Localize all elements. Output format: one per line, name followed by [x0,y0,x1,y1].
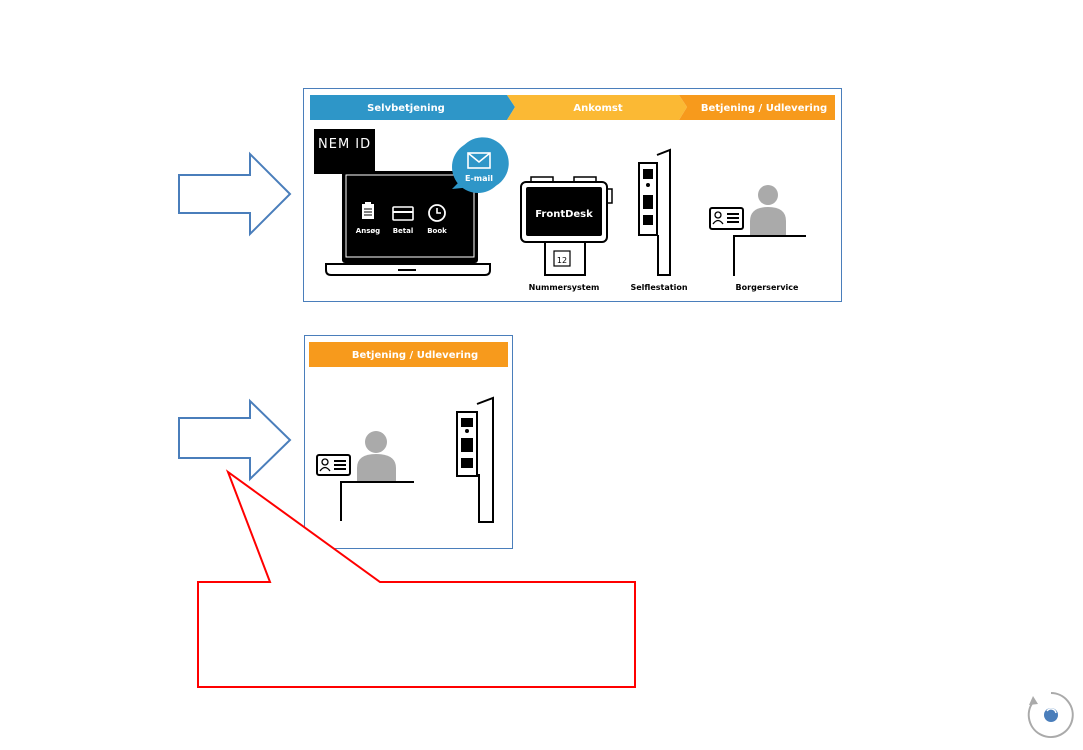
arrow-right-bottom [178,398,292,482]
caption-borgerservice: Borgerservice [736,283,799,292]
service-flow-graphic: Selvbetjening Ankomst Betjening / Udleve… [310,95,835,292]
kiosk-pole-icon [456,396,494,523]
betjening-header-label: Betjening / Udlevering [352,350,478,361]
clipboard-icon [362,202,374,219]
laptop-label-book: Book [427,227,447,235]
email-label: E-mail [465,174,493,183]
stage-label-ankomst: Ankomst [573,103,622,114]
nemid-badge [314,129,375,174]
borgerservice-desk-icon [709,185,806,276]
loading-spinner-icon [1027,692,1074,738]
laptop-label-ansog: Ansøg [356,227,380,235]
stage-label-betjening: Betjening / Udlevering [701,103,827,114]
frontdesk-kiosk-icon [520,176,613,276]
frontdesk-label: FrontDesk [535,209,593,220]
caption-selflestation: Selflestation [630,283,687,292]
card-icon [392,206,414,221]
laptop-label-betal: Betal [393,227,414,235]
service-desk-icon [316,431,414,521]
betjening-header [309,342,508,367]
email-bubble-icon [452,137,509,193]
betjening-graphic: Betjening / Udlevering [309,342,508,523]
clock-icon [428,204,446,222]
selfservice-station-icon [638,148,671,276]
stage-label-selvbetjening: Selvbetjening [367,103,445,114]
callout-box [197,469,636,688]
stage-ankomst [507,95,687,120]
stage-selvbetjening [310,95,515,120]
stage-betjening [679,95,835,120]
ticket-number: 12 [557,256,567,265]
arrow-right-top [178,151,292,237]
betjening-panel: Betjening / Udlevering [304,335,513,549]
caption-nummersystem: Nummersystem [529,283,600,292]
nemid-label: NEM ID [318,137,371,152]
service-flow-panel: Selvbetjening Ankomst Betjening / Udleve… [303,88,842,302]
